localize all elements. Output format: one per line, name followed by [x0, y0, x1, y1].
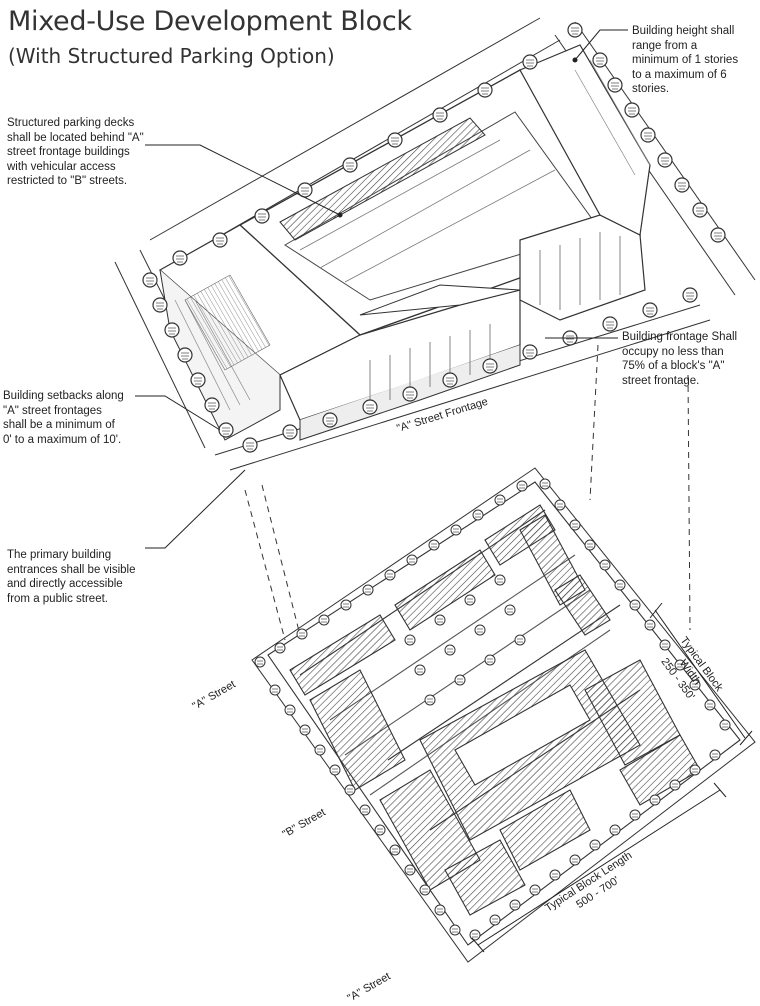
projection-lines: [244, 344, 691, 641]
note-line: Structured parking decks: [7, 117, 135, 129]
leader-lines: [135, 29, 628, 549]
note-building-frontage: Building frontage Shall occupy no less t…: [622, 330, 737, 388]
note-line: occupy no less than: [622, 345, 724, 358]
plan-view: [251, 467, 756, 963]
note-line: with vehicular access: [7, 160, 116, 173]
note-line: 0' to a maximum of 10'.: [3, 433, 122, 446]
block-length-label: Typical Block Length 500 - 700': [543, 850, 634, 915]
note-building-height: Building height shall range from a minim…: [632, 24, 738, 97]
note-line: shall be a minimum of: [3, 419, 115, 432]
note-line: Building height shall: [632, 25, 735, 37]
note-line: and directly accessible: [7, 578, 123, 591]
dimension-lines: [471, 602, 753, 953]
label-a-street-bottom: "A" Street: [346, 970, 393, 1004]
note-line: The primary building: [7, 549, 112, 561]
note-building-setbacks: Building setbacks along "A" street front…: [3, 389, 124, 447]
note-line: street frontage buildings: [7, 146, 130, 159]
page-subtitle: (With Structured Parking Option): [8, 44, 335, 68]
note-line: 75% of a block's "A": [622, 360, 725, 373]
label-a-street-left: "A" Street: [191, 678, 238, 712]
note-line: range from a: [632, 39, 698, 52]
note-line: minimum of 1 stories: [632, 54, 739, 67]
note-line: restricted to "B" streets.: [7, 175, 128, 188]
note-line: Building frontage Shall: [622, 331, 738, 343]
note-primary-entrances: The primary building entrances shall be …: [7, 548, 136, 606]
page-title: Mixed-Use Development Block: [8, 6, 412, 37]
note-line: from a public street.: [7, 592, 108, 605]
note-line: stories.: [632, 83, 670, 96]
label-b-street: "B" Street: [281, 806, 328, 840]
note-structured-parking: Structured parking decks shall be locate…: [7, 116, 144, 189]
note-line: "A" street frontages: [3, 404, 102, 417]
note-line: shall be located behind "A": [7, 131, 144, 144]
note-line: to a maximum of 6: [632, 68, 727, 81]
note-line: street frontage.: [622, 374, 700, 387]
note-line: Building setbacks along: [3, 390, 124, 402]
note-line: entrances shall be visible: [7, 563, 136, 576]
